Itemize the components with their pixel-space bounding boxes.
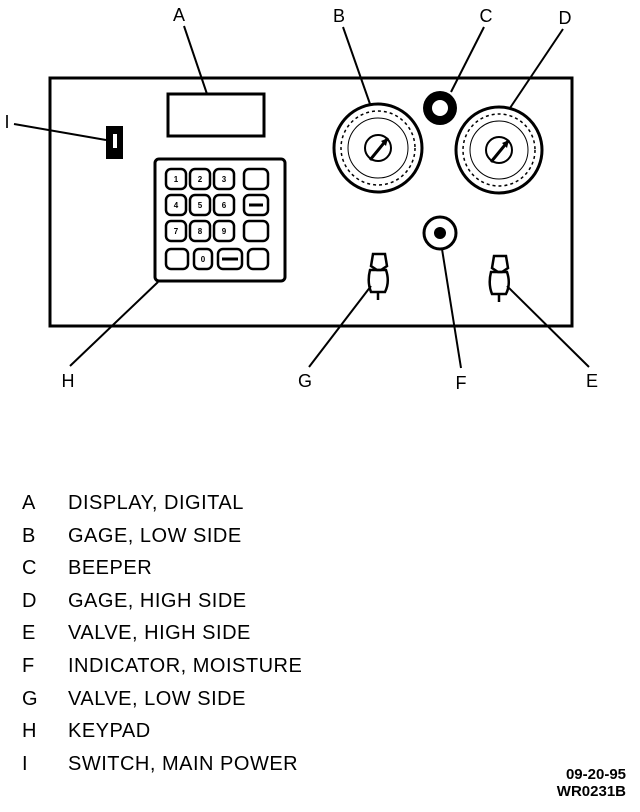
control-panel <box>48 76 574 328</box>
low-side-gage <box>332 102 424 194</box>
key-digit: 3 <box>222 175 227 184</box>
keypad-key <box>164 219 188 243</box>
legend-key: G <box>22 687 39 710</box>
leader-line-a <box>183 25 208 95</box>
legend-key: F <box>22 654 35 677</box>
legend-item: E VALVE, HIGH SIDE <box>22 617 302 650</box>
keypad-key <box>164 193 188 217</box>
legend-label: BEEPER <box>68 557 153 580</box>
leader-lines <box>13 25 590 369</box>
digital-display <box>166 92 266 138</box>
key-digit: 8 <box>198 227 203 236</box>
leader-line-i <box>13 123 107 141</box>
leader-line-c <box>450 26 485 93</box>
legend-label: VALVE, HIGH SIDE <box>68 622 251 645</box>
legend-key: E <box>22 622 36 645</box>
legend-key: A <box>22 492 36 514</box>
callout-b: B <box>333 6 345 26</box>
legend-label: GAGE, HIGH SIDE <box>68 589 247 612</box>
callout-d: D <box>559 8 572 28</box>
key-digit: 7 <box>174 227 179 236</box>
legend-label: SWITCH, MAIN POWER <box>68 752 299 775</box>
legend-item: G VALVE, LOW SIDE <box>22 683 302 716</box>
keypad-key <box>242 193 270 217</box>
beeper <box>423 91 457 125</box>
legend-label: GAGE, LOW SIDE <box>68 524 242 547</box>
keypad-key <box>192 247 214 271</box>
main-power-switch <box>106 126 123 159</box>
callout-a: A <box>173 5 185 25</box>
leader-line-d <box>509 28 564 109</box>
callout-h: H <box>62 371 75 391</box>
moisture-indicator <box>422 215 458 251</box>
legend-label: VALVE, LOW SIDE <box>68 687 246 710</box>
callout-i: I <box>4 112 9 132</box>
legend-item: H KEYPAD <box>22 715 302 748</box>
keypad-key <box>164 167 188 191</box>
leader-line-h <box>69 281 159 367</box>
key-digit: 2 <box>198 175 203 184</box>
callout-f: F <box>456 373 467 393</box>
legend-list: A DISPLAY, DIGITAL B GAGE, LOW SIDE C BEEPE… <box>22 487 302 780</box>
legend-item: C BEEPER <box>22 552 302 585</box>
high-side-valve <box>488 254 510 302</box>
legend-item: D GAGE, HIGH SIDE <box>22 585 302 618</box>
legend-key: I <box>22 752 29 775</box>
keypad-key <box>242 167 270 191</box>
legend-key: B <box>22 524 36 547</box>
figure-id: WR0231B <box>556 783 626 800</box>
keypad-key <box>246 247 270 271</box>
leader-line-b <box>342 26 371 105</box>
leader-line-e <box>506 285 590 368</box>
legend-key: C <box>22 557 37 580</box>
legend-label: INDICATOR, MOISTURE <box>68 654 303 677</box>
keypad-key <box>188 193 212 217</box>
key-digit: 0 <box>201 255 206 264</box>
keypad-key <box>164 247 190 271</box>
figure-date: 09-20-95 <box>565 766 626 783</box>
leader-line-g <box>308 285 372 368</box>
legend-item: B GAGE, LOW SIDE <box>22 520 302 553</box>
legend-key: H <box>22 720 37 743</box>
callout-e: E <box>586 371 598 391</box>
callout-g: G <box>298 371 312 391</box>
high-side-gage <box>454 105 544 195</box>
legend-item: A DISPLAY, DIGITAL <box>22 487 302 520</box>
keypad-key <box>188 219 212 243</box>
keypad-key <box>188 167 212 191</box>
keypad-key <box>242 219 270 243</box>
figure-footer: 09-20-95 WR0231B <box>557 766 626 800</box>
keypad-key <box>216 247 244 271</box>
legend-label: KEYPAD <box>68 720 151 743</box>
legend-item: F INDICATOR, MOISTURE <box>22 650 302 683</box>
key-digit: 5 <box>198 201 203 210</box>
keypad-key <box>212 219 236 243</box>
callout-c: C <box>480 6 493 26</box>
low-side-valve <box>367 252 389 300</box>
key-digit: 9 <box>222 227 227 236</box>
legend-label: DISPLAY, DIGITAL <box>68 492 244 514</box>
leader-line-f <box>441 248 462 369</box>
refrigerant-unit-diagram: 1 2 3 4 5 6 7 8 9 0 <box>4 5 598 393</box>
legend-item: I SWITCH, MAIN POWER <box>22 748 302 781</box>
keypad-key <box>212 193 236 217</box>
legend-key: D <box>22 589 37 612</box>
key-digit: 4 <box>174 201 179 210</box>
keypad-key <box>212 167 236 191</box>
keypad: 1 2 3 4 5 6 7 8 9 0 <box>153 157 287 283</box>
key-digit: 1 <box>174 175 179 184</box>
key-digit: 6 <box>222 201 227 210</box>
